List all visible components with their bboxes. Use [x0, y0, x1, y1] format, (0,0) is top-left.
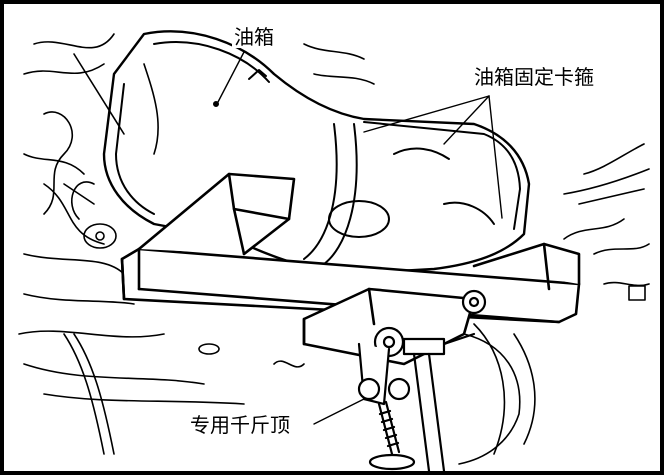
fuel-tank-label: 油箱 — [232, 25, 276, 49]
fuel-tank-strap-leaders — [363, 95, 503, 219]
vehicle-underbody — [18, 33, 650, 455]
special-jack — [357, 289, 521, 471]
special-jack-leader — [313, 398, 365, 425]
fuel-tank-strap-label: 油箱固定卡箍 — [472, 65, 596, 89]
fuel-tank-removal-illustration — [18, 30, 650, 471]
fuel-tank — [102, 30, 531, 276]
special-jack-label: 专用千斤顶 — [188, 413, 292, 437]
fuel-tank-leader — [217, 51, 245, 103]
